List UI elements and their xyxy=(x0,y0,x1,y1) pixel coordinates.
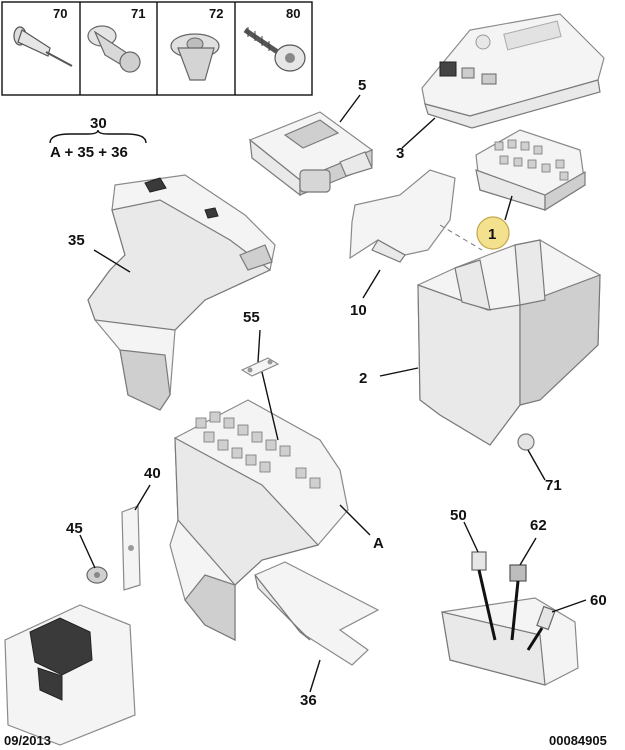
fuse-60 xyxy=(526,605,556,651)
callout-2: 2 xyxy=(359,370,367,387)
callout-1: 1 xyxy=(488,226,496,243)
callout-71: 71 xyxy=(545,477,562,494)
footer-date: 09/2013 xyxy=(4,733,51,748)
leader-lines xyxy=(79,94,587,693)
callout-55: 55 xyxy=(243,309,260,326)
fuse-holder xyxy=(441,597,579,686)
part-40-plate xyxy=(121,505,141,591)
callout-a: A xyxy=(373,535,384,552)
part-36-lower-cover xyxy=(254,561,380,666)
callout-3: 3 xyxy=(396,145,404,162)
battery-illustration xyxy=(4,604,136,746)
part-45-nut xyxy=(86,566,108,584)
callout-labels: 3 5 35 10 2 55 40 45 A 36 71 50 62 60 1 xyxy=(66,77,607,709)
part-2-housing xyxy=(417,239,601,451)
fuse-62 xyxy=(509,564,527,641)
fastener-72-label: 72 xyxy=(209,6,223,21)
callout-40: 40 xyxy=(144,465,161,482)
callout-5: 5 xyxy=(358,77,366,94)
rivet-icon xyxy=(13,26,73,67)
screw-icon xyxy=(243,27,306,72)
callout-60: 60 xyxy=(590,592,607,609)
part-35-cover xyxy=(87,174,276,411)
kit-number-label: 30 xyxy=(90,115,107,132)
kit-formula-label: A + 35 + 36 xyxy=(50,144,128,161)
callout-36: 36 xyxy=(300,692,317,709)
fuse-50 xyxy=(471,551,497,641)
fastener-legend: 70 71 72 80 xyxy=(1,1,313,96)
part-3-lid xyxy=(421,13,605,129)
footer-reference: 00084905 xyxy=(549,733,607,748)
kit-brace: 30 A + 35 + 36 xyxy=(49,115,147,161)
part-5-module xyxy=(248,111,374,197)
fastener-70-label: 70 xyxy=(53,6,67,21)
callout-45: 45 xyxy=(66,520,83,537)
part-1-fusebox xyxy=(475,129,586,212)
part-55-link xyxy=(240,357,280,377)
fastener-80-label: 80 xyxy=(286,6,300,21)
part-71-plug xyxy=(517,433,535,451)
callout-50: 50 xyxy=(450,507,467,524)
callout-10: 10 xyxy=(350,302,367,319)
clip-nut-icon xyxy=(170,33,220,81)
callout-1-highlight xyxy=(476,216,510,250)
plastic-plug-icon xyxy=(87,25,141,73)
part-a-base xyxy=(169,399,349,641)
callout-35: 35 xyxy=(68,232,85,249)
part-10-bracket xyxy=(349,169,456,263)
fastener-71-label: 71 xyxy=(131,6,145,21)
callout-62: 62 xyxy=(530,517,547,534)
